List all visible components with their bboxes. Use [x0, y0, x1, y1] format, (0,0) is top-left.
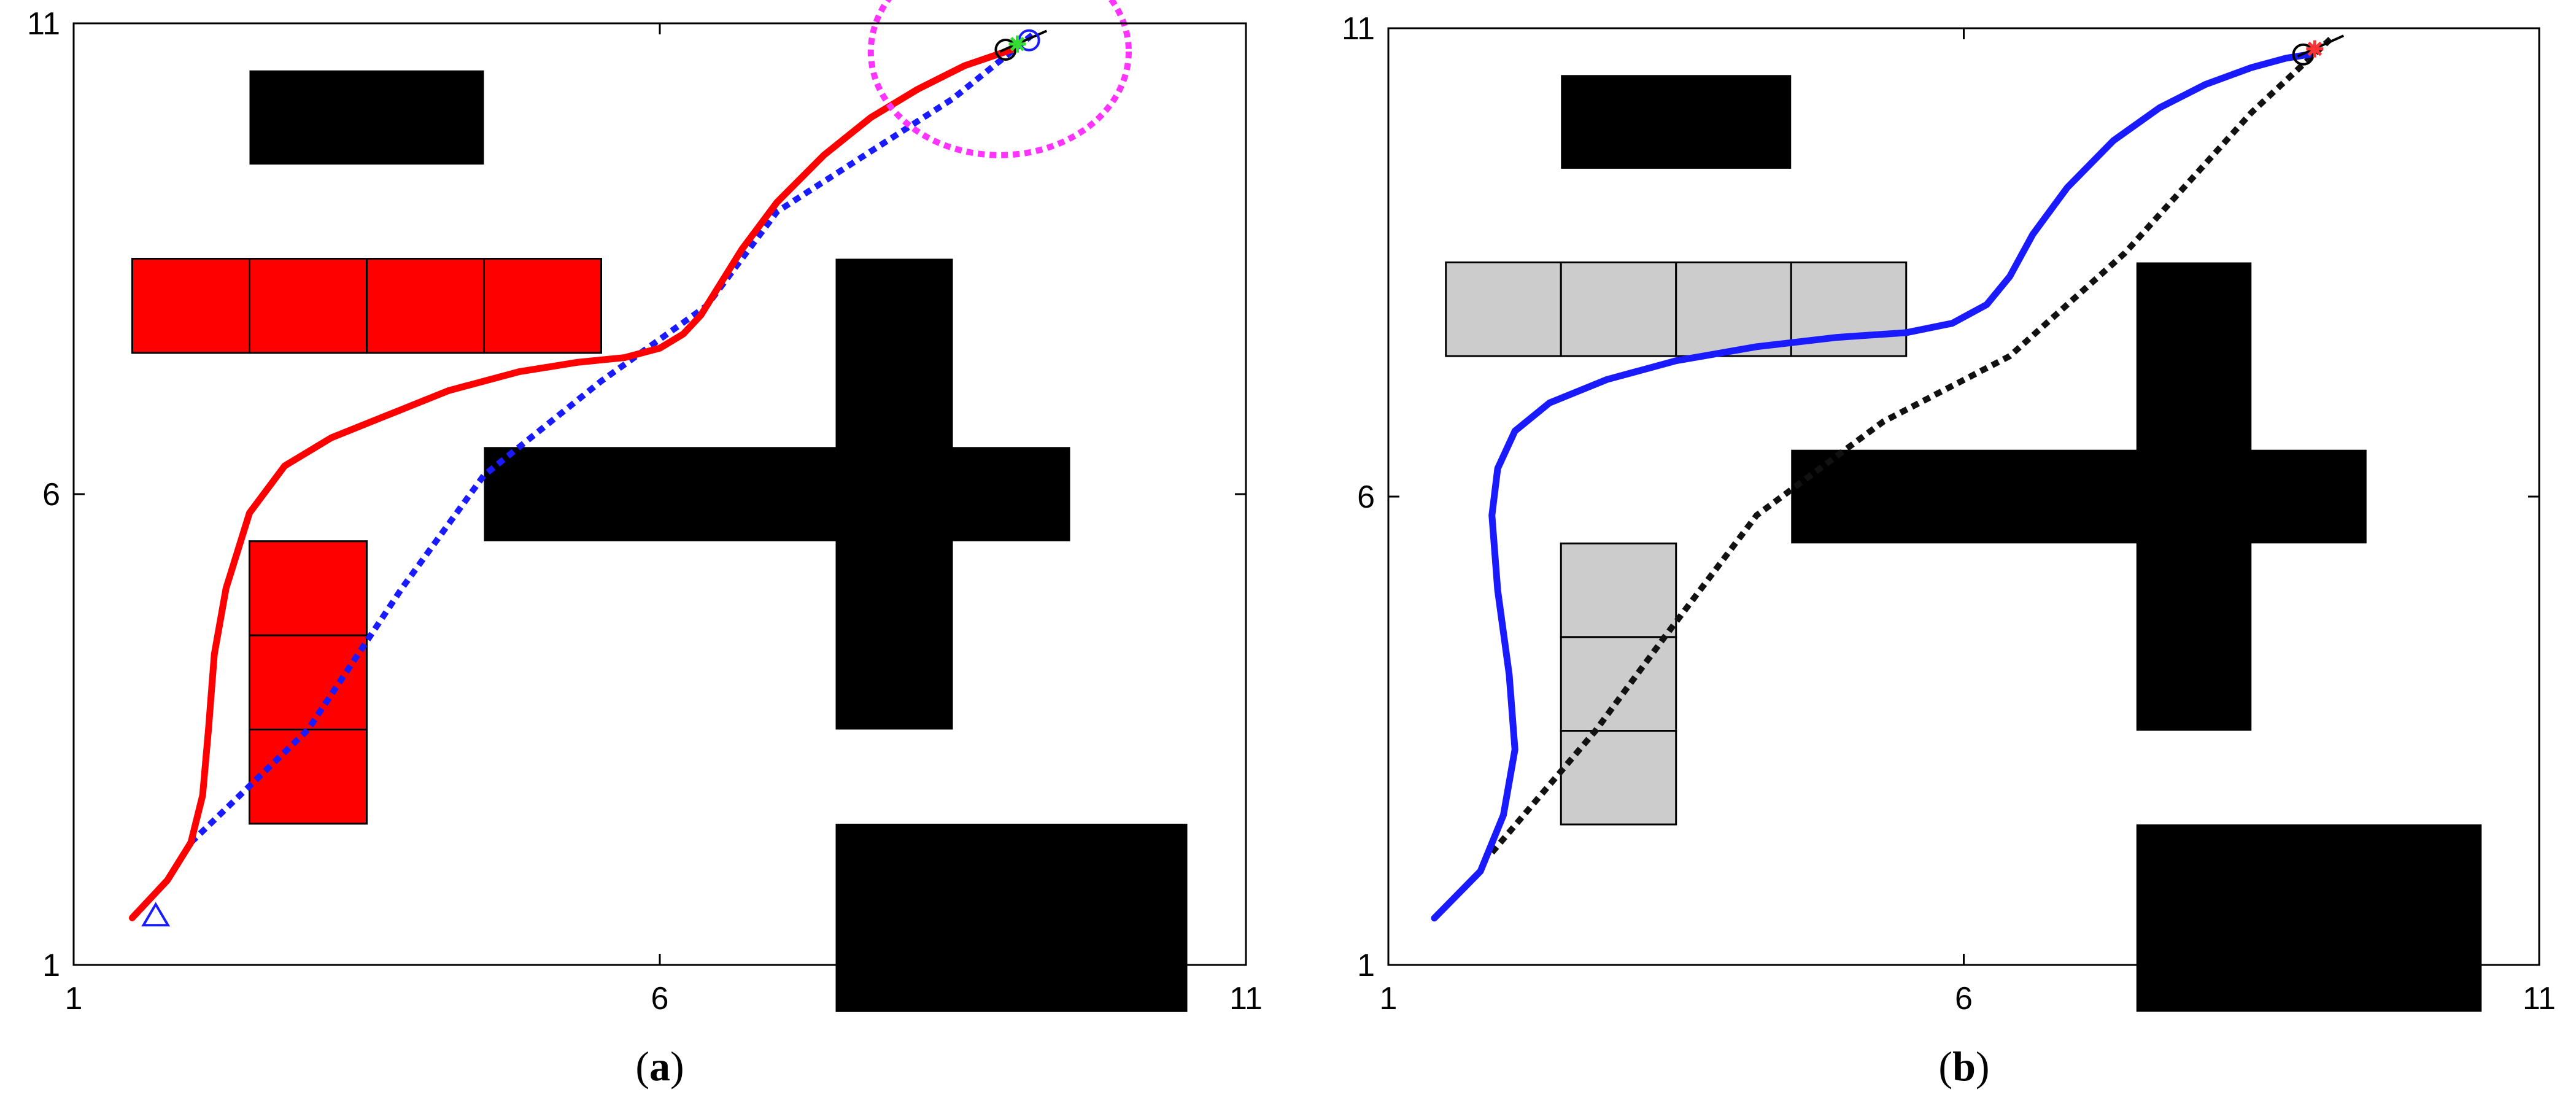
goal-marker [2306, 40, 2324, 58]
fixed-obstacle [1791, 449, 2367, 544]
movable-obstacle [366, 258, 485, 354]
movable-obstacle [1445, 261, 1562, 357]
movable-obstacle [249, 540, 368, 637]
dotted-path [1489, 35, 2334, 855]
x-tick-label: 1 [1380, 981, 1398, 1016]
x-tick-label: 6 [1955, 981, 1973, 1016]
movable-obstacle [249, 634, 368, 730]
y-tick-label: 1 [1357, 948, 1375, 983]
x-tick-label: 1 [65, 981, 83, 1016]
caption-close: ) [1976, 1043, 1990, 1090]
movable-obstacle [1560, 261, 1677, 357]
panel-caption: (b) [1938, 1043, 1989, 1090]
caption-open: ( [1938, 1043, 1952, 1090]
fixed-obstacle [2136, 824, 2482, 1012]
x-tick-label: 11 [1229, 981, 1263, 1016]
goal-marker [1008, 35, 1026, 53]
caption-close: ) [670, 1043, 684, 1090]
movable-obstacle [1560, 730, 1677, 826]
fixed-obstacle [1561, 75, 1792, 169]
y-tick-label: 6 [42, 477, 60, 513]
x-tick-label: 11 [2523, 981, 2556, 1016]
heading-line [999, 29, 1048, 53]
movable-obstacle [483, 258, 602, 354]
start-marker [141, 902, 171, 927]
y-tick-label: 6 [1357, 479, 1375, 515]
movable-obstacle [131, 258, 250, 354]
dotted-path [188, 30, 1037, 845]
x-tick-label: 6 [651, 981, 669, 1016]
end-circle-marker [2292, 43, 2315, 66]
y-tick-label: 11 [27, 6, 60, 42]
search-circle [867, 0, 1132, 158]
movable-obstacle [249, 258, 368, 354]
smooth-path [1431, 51, 2313, 922]
fixed-obstacle [835, 823, 1188, 1012]
movable-obstacle [1560, 542, 1677, 638]
movable-obstacle [1560, 636, 1677, 732]
y-tick-label: 11 [1342, 11, 1375, 47]
caption-letter: a [649, 1043, 670, 1090]
y-tick-label: 1 [42, 948, 60, 983]
fixed-obstacle [249, 70, 484, 165]
heading-line [2297, 34, 2345, 58]
end-circle-marker [994, 38, 1017, 61]
fixed-obstacle [484, 447, 1070, 541]
caption-open: ( [635, 1043, 649, 1090]
movable-obstacle [249, 729, 368, 825]
caption-letter: b [1952, 1043, 1976, 1090]
panel-caption: (a) [635, 1043, 684, 1090]
smooth-path [129, 46, 1015, 921]
movable-obstacle [1675, 261, 1792, 357]
